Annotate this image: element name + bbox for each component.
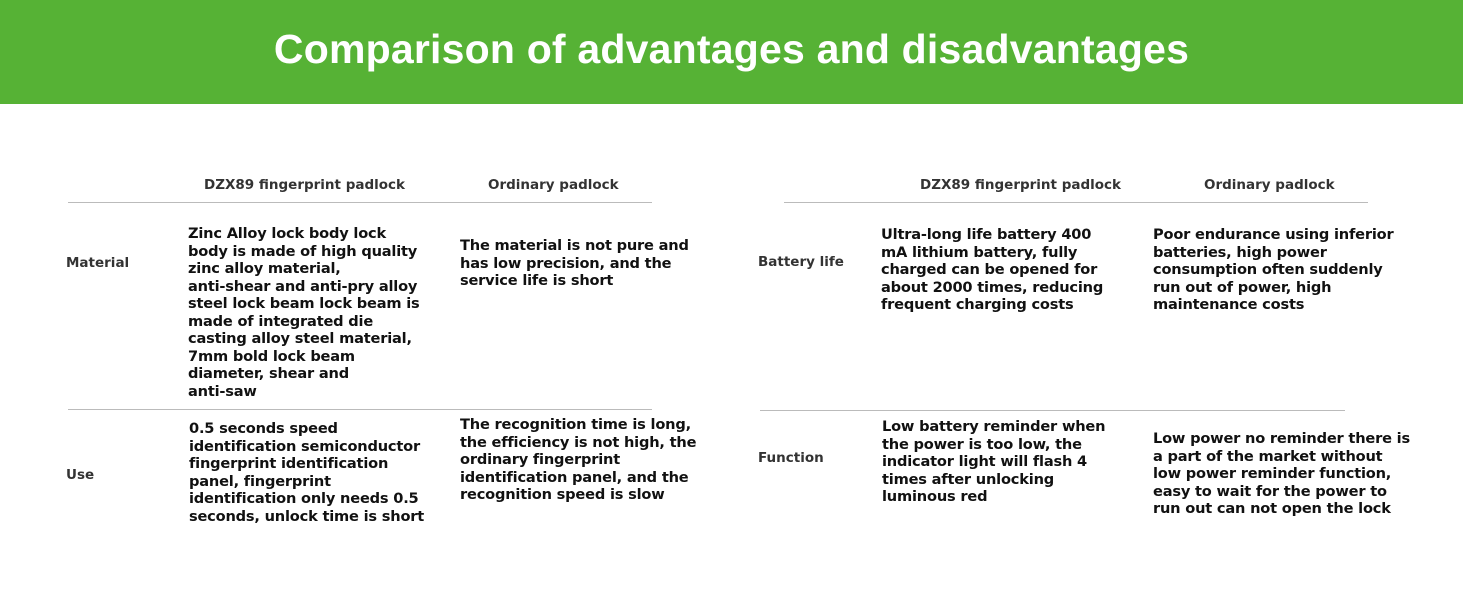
material-ordinary-cell: The material is not pure and has low pre…	[460, 237, 689, 289]
column-header-dzx89: DZX89 fingerprint padlock	[204, 177, 406, 193]
function-dzx89-cell: Low battery reminder when the power is t…	[882, 418, 1106, 505]
battery-ordinary-cell: Poor endurance using inferior batteries,…	[1153, 226, 1394, 313]
use-ordinary-cell: The recognition time is long, the effici…	[460, 416, 697, 503]
header-divider	[68, 202, 652, 203]
row-divider	[760, 410, 1345, 411]
row-label-battery-life: Battery life	[758, 254, 844, 270]
header-divider	[784, 202, 1368, 203]
title-banner: Comparison of advantages and disadvantag…	[0, 0, 1463, 104]
row-divider	[68, 409, 652, 410]
use-dzx89-cell: 0.5 seconds speed identification semicon…	[189, 420, 425, 525]
row-label-material: Material	[66, 255, 130, 271]
row-label-function: Function	[758, 450, 824, 466]
row-label-use: Use	[66, 467, 95, 483]
column-header-ordinary: Ordinary padlock	[488, 177, 619, 193]
column-header-ordinary: Ordinary padlock	[1204, 177, 1335, 193]
material-dzx89-cell: Zinc Alloy lock body lock body is made o…	[188, 225, 420, 400]
column-header-dzx89: DZX89 fingerprint padlock	[920, 177, 1122, 193]
battery-dzx89-cell: Ultra-long life battery 400 mA lithium b…	[881, 226, 1104, 313]
function-ordinary-cell: Low power no reminder there is a part of…	[1153, 430, 1410, 517]
page-title: Comparison of advantages and disadvantag…	[273, 26, 1190, 72]
